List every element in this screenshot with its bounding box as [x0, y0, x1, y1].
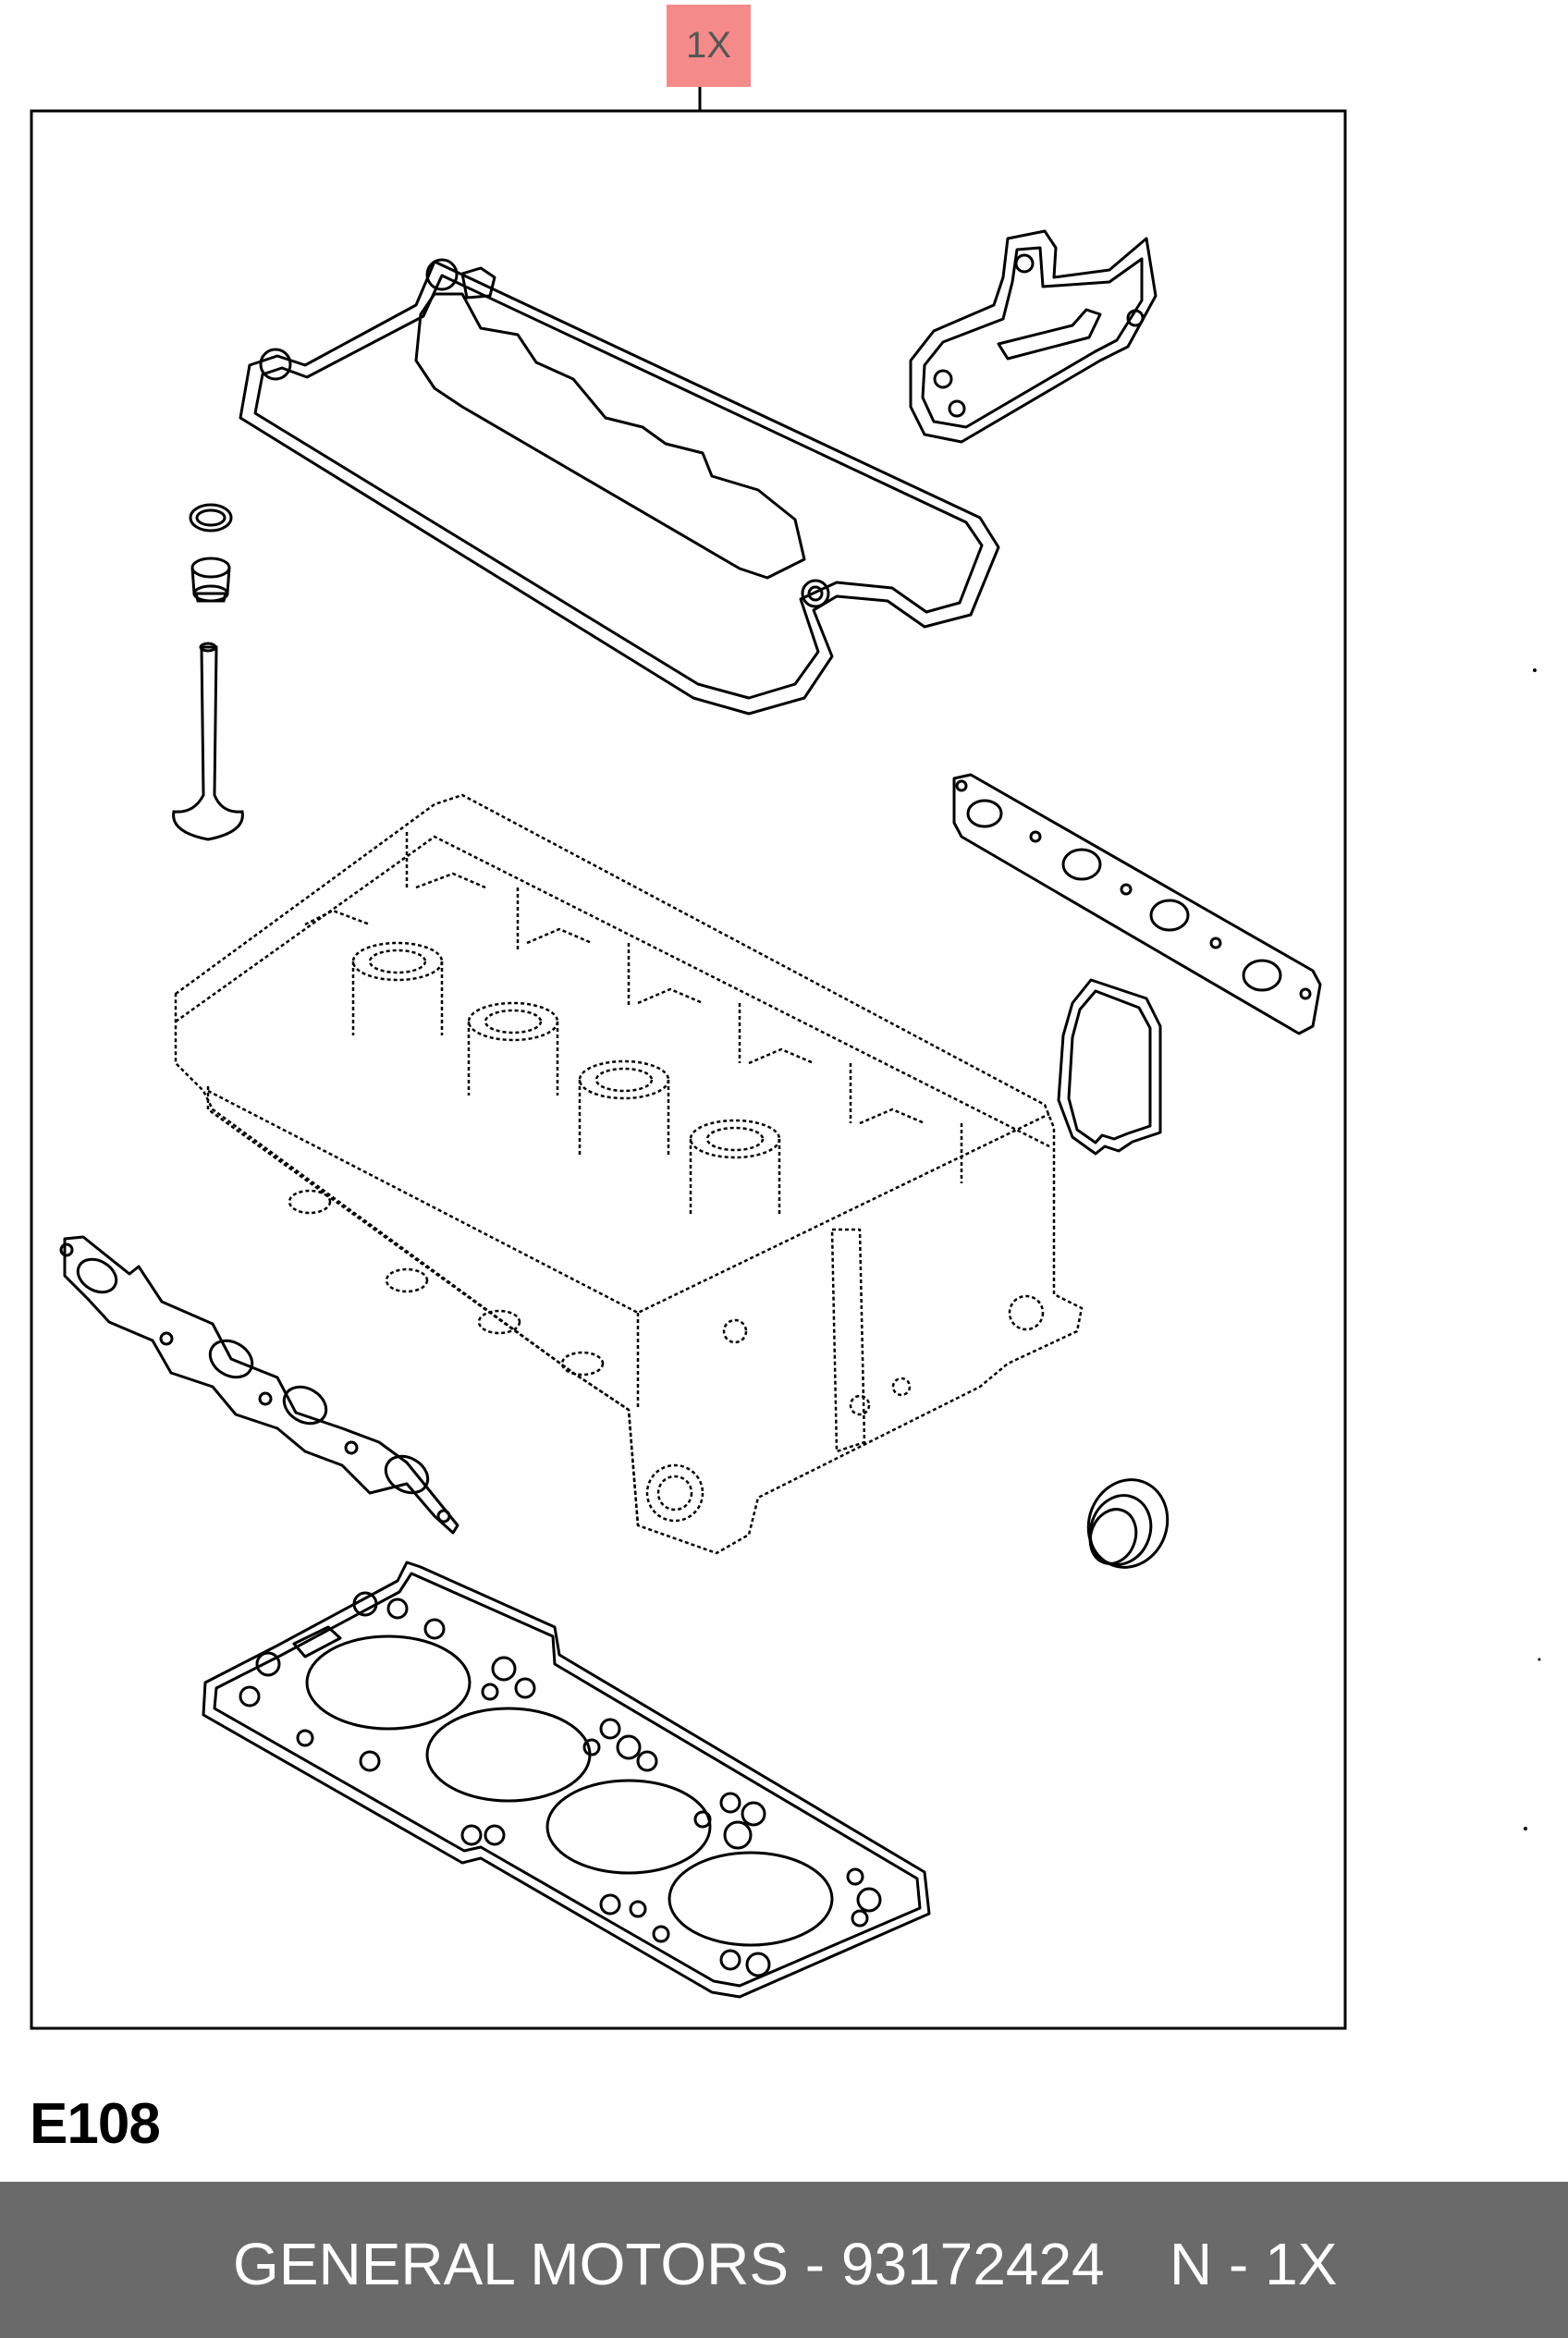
- valve-cover-gasket[interactable]: [239, 258, 1000, 716]
- quantity-label: N - 1X: [1170, 2231, 1338, 2297]
- footer-bar: GENERAL MOTORS - 93172424 N - 1X: [0, 2182, 1568, 2338]
- valve-stem-seal[interactable]: [190, 557, 231, 603]
- camshaft-seal[interactable]: [1076, 1469, 1180, 1579]
- intake-manifold-gasket[interactable]: [952, 773, 1322, 1035]
- footer-part-info: GENERAL MOTORS - 93172424: [233, 2230, 1105, 2298]
- water-outlet-gasket[interactable]: [1057, 978, 1162, 1156]
- diagram-frame: [30, 87, 1347, 2030]
- o-ring[interactable]: [189, 503, 233, 532]
- scan-marks: [1524, 668, 1541, 1830]
- figure-code: E108: [30, 2092, 161, 2156]
- exploded-parts-diagram: [30, 87, 1541, 2030]
- separator: -: [789, 2231, 841, 2297]
- cylinder-head[interactable]: [174, 793, 1084, 1555]
- cylinder-head-gasket[interactable]: [202, 1561, 931, 1999]
- thermostat-housing-gasket[interactable]: [909, 229, 1158, 444]
- part-number[interactable]: 93172424: [840, 2231, 1105, 2297]
- valve[interactable]: [172, 642, 244, 841]
- brand-name: GENERAL MOTORS: [233, 2231, 789, 2297]
- exhaust-manifold-gasket[interactable]: [59, 1235, 459, 1535]
- quantity-callout-label: 1X: [667, 5, 751, 87]
